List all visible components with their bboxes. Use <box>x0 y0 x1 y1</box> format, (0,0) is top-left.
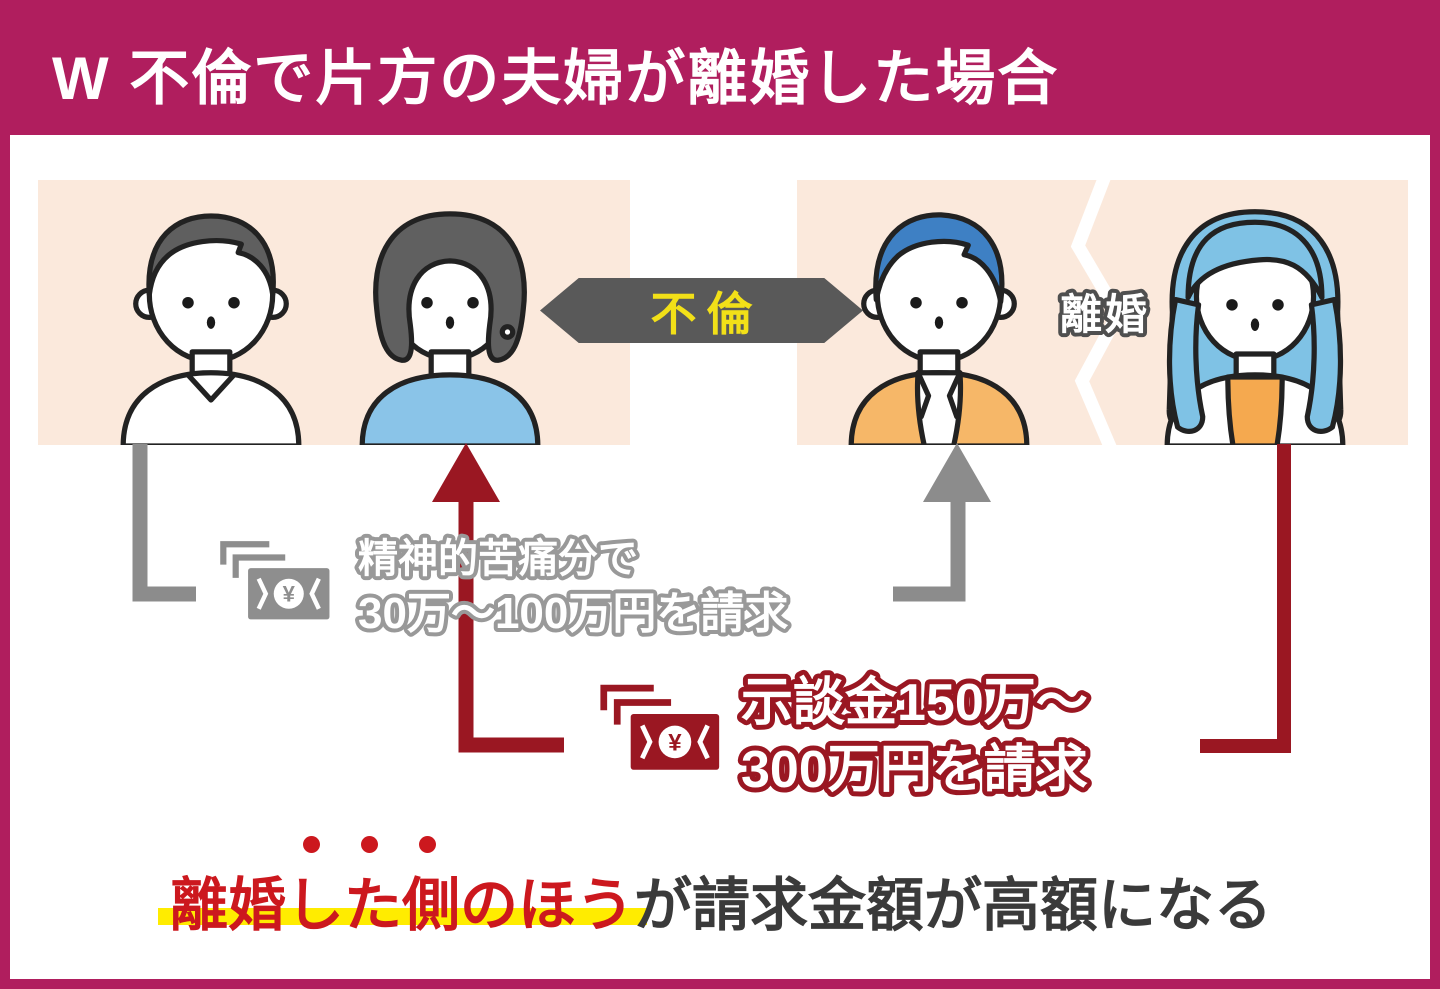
svg-text:精神的苦痛分で: 精神的苦痛分で <box>358 537 638 581</box>
yen-glyph: ¥ <box>668 730 682 757</box>
divorce-label: 離婚 <box>1056 287 1151 342</box>
page-title: W 不倫で片方の夫婦が離婚した場合 <box>52 45 1060 112</box>
right-wife-illustration <box>1164 209 1346 445</box>
gray-claim-text: 精神的苦痛分で 30万〜100万円を請求 <box>354 533 792 642</box>
yen-glyph: ¥ <box>283 582 296 607</box>
svg-text:離婚: 離婚 <box>1060 291 1150 338</box>
yellow-highlight-bar <box>158 908 647 925</box>
emphasis-dots <box>303 836 436 853</box>
svg-text:30万〜100万円を請求: 30万〜100万円を請求 <box>358 589 788 638</box>
left-husband-illustration <box>120 213 302 445</box>
svg-text:300万円を請求: 300万円を請求 <box>741 741 1088 799</box>
conclusion-rest-text: が請求金額が高額になる <box>634 873 1273 938</box>
conclusion-sentence: 離婚した側のほうが請求金額が高額になる <box>158 836 1273 942</box>
affair-banner-label: 不倫 <box>650 287 763 340</box>
money-icon-red: ¥ <box>600 684 720 770</box>
red-claim-text: 示談金150万〜 300万円を請求 <box>736 669 1093 804</box>
right-couple-box <box>797 180 1408 445</box>
left-wife-illustration <box>359 211 541 445</box>
svg-text:示談金150万〜: 示談金150万〜 <box>741 674 1088 732</box>
conclusion-highlighted-text: 離婚した側のほう <box>170 873 635 938</box>
divorce-crack-zigzag <box>1070 180 1126 445</box>
money-icon-gray: ¥ <box>220 541 330 620</box>
left-couple-box <box>38 180 630 445</box>
affair-banner: 不倫 <box>540 278 863 343</box>
right-husband-illustration <box>848 212 1030 445</box>
